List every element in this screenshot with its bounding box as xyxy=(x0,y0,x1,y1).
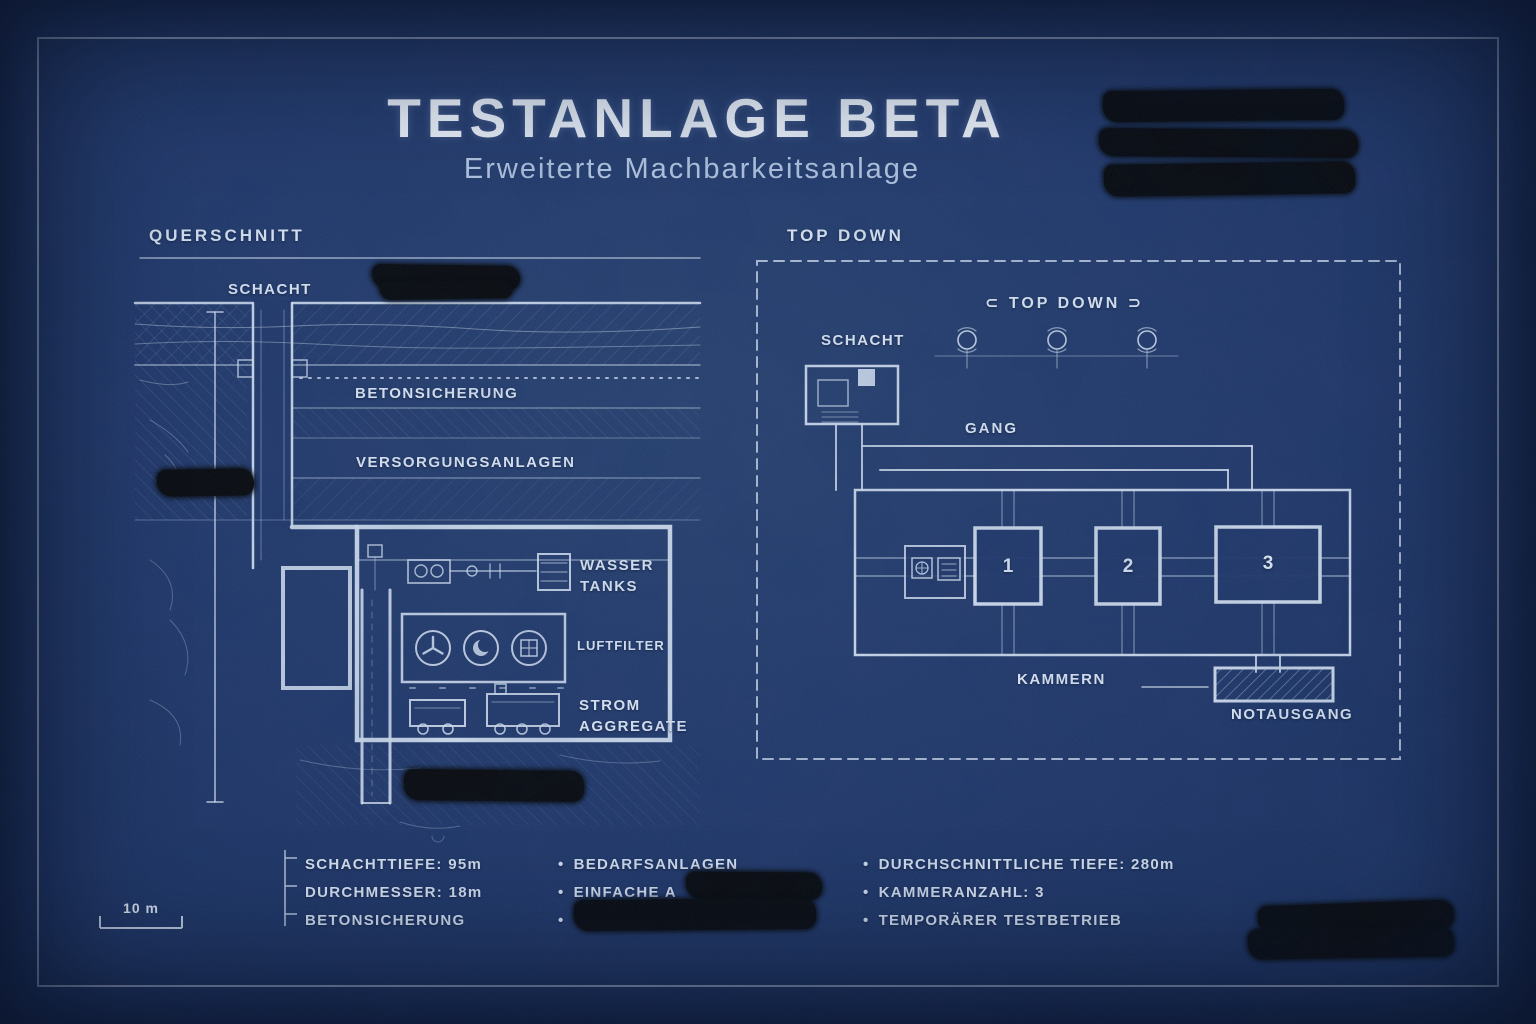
spec-item: •DURCHSCHNITTLICHE TIEFE: 280m xyxy=(863,855,1175,873)
bullet-icon: • xyxy=(558,855,565,873)
betonsicherung-label: BETONSICHERUNG xyxy=(355,385,519,402)
spec-item: BETONSICHERUNG xyxy=(305,911,466,929)
luftfilter-label: LUFTFILTER xyxy=(577,638,665,653)
redaction-mark xyxy=(573,897,817,932)
redaction-mark xyxy=(1102,88,1345,123)
kammern-label: KAMMERN xyxy=(1017,671,1106,688)
redaction-mark xyxy=(403,769,585,802)
spec-item: •TEMPORÄRER TESTBETRIEB xyxy=(863,911,1123,929)
chamber-3-number: 3 xyxy=(1262,553,1274,574)
notausgang-label: NOTAUSGANG xyxy=(1231,706,1354,723)
redaction-mark xyxy=(156,468,255,497)
spec-item: SCHACHTTIEFE: 95m xyxy=(305,855,483,873)
bracket-left-icon: ⊂ xyxy=(985,295,1002,312)
bullet-icon: • xyxy=(863,855,870,873)
bullet-icon: • xyxy=(558,911,565,929)
schacht-label-right: SCHACHT xyxy=(821,332,905,349)
bracket-right-icon: ⊃ xyxy=(1127,295,1145,312)
wasser-tanks-label: WASSER TANKS xyxy=(580,557,655,595)
redaction-mark xyxy=(1103,161,1356,197)
schacht-label-left: SCHACHT xyxy=(228,281,312,298)
top-down-inner-title: ⊂ TOP DOWN ⊃ xyxy=(985,295,1145,312)
spec-column-operation: •DURCHSCHNITTLICHE TIEFE: 280m •KAMMERAN… xyxy=(863,850,1175,934)
redaction-mark xyxy=(685,871,823,900)
cross-section-heading: QUERSCHNITT xyxy=(149,226,305,245)
redaction-mark xyxy=(1247,926,1455,960)
scale-label: 10 m xyxy=(123,900,159,916)
gang-label: GANG xyxy=(965,420,1018,437)
versorgungsanlagen-label: VERSORGUNGSANLAGEN xyxy=(356,454,576,471)
redaction-mark xyxy=(1098,128,1359,158)
spec-item: •KAMMERANZAHL: 3 xyxy=(863,883,1045,901)
strom-aggregate-label: STROM AGGREGATE xyxy=(579,697,689,735)
spec-item: DURCHMESSER: 18m xyxy=(305,883,483,901)
bullet-icon: • xyxy=(863,911,870,929)
scale-bar xyxy=(99,916,183,929)
specs-bracket xyxy=(284,850,297,926)
chamber-1-number: 1 xyxy=(1002,556,1014,577)
chamber-2-number: 2 xyxy=(1122,556,1134,577)
bullet-icon: • xyxy=(863,883,870,901)
spec-column-shaft: SCHACHTTIEFE: 95m DURCHMESSER: 18m BETON… xyxy=(305,850,483,934)
bullet-icon: • xyxy=(558,883,565,901)
cross-section-drawing xyxy=(133,257,702,843)
top-down-heading: TOP DOWN xyxy=(787,226,904,245)
redaction-mark xyxy=(379,280,513,300)
